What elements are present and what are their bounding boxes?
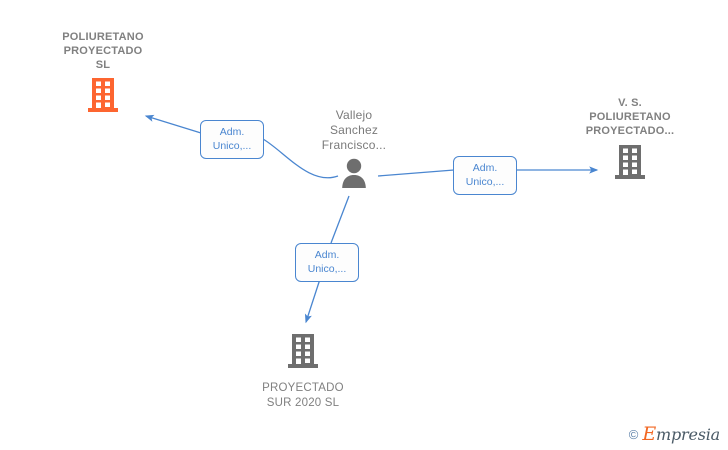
edge-label-line-1: Adm. bbox=[314, 249, 340, 261]
node-label-vs-poliuretano-proyectado: V. S. POLIURETANO PROYECTADO... bbox=[585, 97, 675, 137]
node-vallejo-sanchez-francisco[interactable]: Vallejo Sanchez Francisco... bbox=[294, 108, 414, 193]
company-building-icon bbox=[233, 334, 373, 373]
edge-line-to-poliuretano-proyectado-sl-tail bbox=[262, 138, 339, 179]
node-poliuretano-proyectado-sl[interactable]: POLIURETANO PROYECTADO SL bbox=[33, 30, 173, 117]
edge-line-to-proyectado-sur-tail bbox=[330, 195, 350, 244]
empresia-logo-rest: mpresia bbox=[656, 425, 720, 444]
empresia-logo-text: Empresia bbox=[642, 425, 720, 444]
edge-label-to-poliuretano-proyectado-sl[interactable]: Adm. Unico,... bbox=[200, 120, 264, 159]
edge-label-line-2: Unico,... bbox=[307, 263, 347, 275]
empresia-watermark: © Empresia bbox=[629, 425, 720, 444]
company-building-icon bbox=[33, 72, 173, 117]
edge-label-to-proyectado-sur-2020-sl[interactable]: Adm. Unico,... bbox=[295, 243, 359, 282]
empresia-logo-initial: E bbox=[642, 423, 656, 445]
edge-label-line-2: Unico,... bbox=[212, 140, 252, 152]
person-icon bbox=[294, 153, 414, 193]
edge-label-line-2: Unico,... bbox=[465, 176, 505, 188]
company-building-icon bbox=[556, 138, 704, 184]
node-vs-poliuretano-proyectado[interactable]: V. S. POLIURETANO PROYECTADO... bbox=[556, 96, 704, 184]
node-label-poliuretano-proyectado-sl: POLIURETANO PROYECTADO SL bbox=[62, 31, 144, 71]
node-label-vallejo-sanchez-francisco: Vallejo Sanchez Francisco... bbox=[321, 108, 387, 152]
edge-label-line-1: Adm. bbox=[219, 126, 245, 138]
node-proyectado-sur-2020-sl[interactable]: PROYECTADO SUR 2020 SL bbox=[233, 334, 373, 411]
node-label-proyectado-sur-2020-sl: PROYECTADO SUR 2020 SL bbox=[262, 382, 344, 409]
edge-label-to-vs-poliuretano-proyectado[interactable]: Adm. Unico,... bbox=[453, 156, 517, 195]
edge-line-to-poliuretano-proyectado-sl-head bbox=[144, 114, 202, 134]
edge-line-to-vs-poliuretano-tail bbox=[377, 169, 455, 177]
copyright-icon: © bbox=[628, 427, 639, 442]
edge-line-to-proyectado-sur-head bbox=[304, 275, 322, 324]
edge-label-line-1: Adm. bbox=[472, 162, 498, 174]
